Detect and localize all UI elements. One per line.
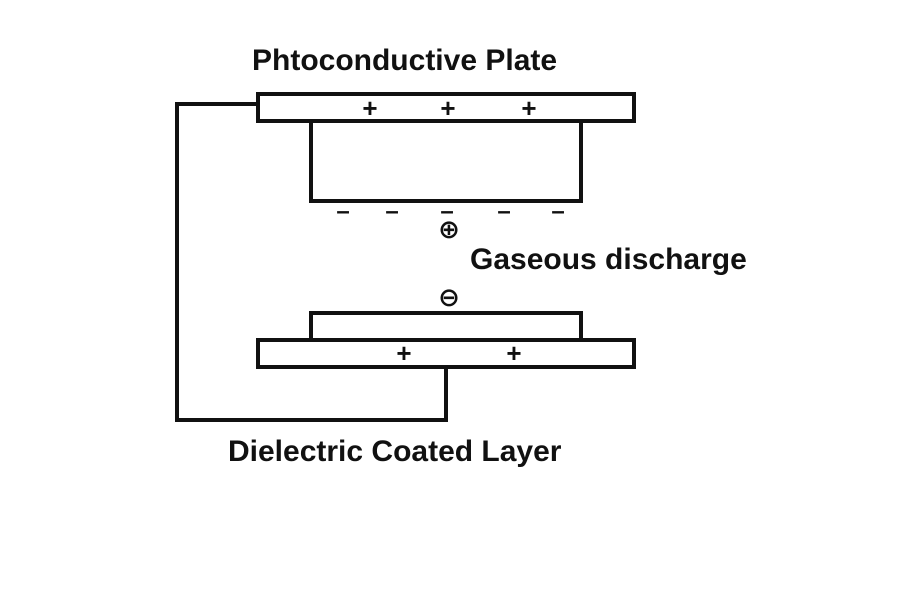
positive-ion: ⊕ <box>438 214 460 244</box>
top-plate-charge: + <box>440 93 455 123</box>
gap-charge: – <box>551 198 564 225</box>
top-plate-label: Phtoconductive Plate <box>252 44 557 77</box>
discharge-label: Gaseous discharge <box>470 243 747 276</box>
gap-charge: – <box>385 198 398 225</box>
bottom-plate <box>256 338 636 369</box>
top-plate-charge: + <box>521 93 536 123</box>
negative-ion: ⊖ <box>438 282 460 312</box>
gap-charge: – <box>336 198 349 225</box>
lower-block <box>309 311 583 342</box>
connecting-wire <box>175 102 448 422</box>
top-plate <box>256 92 636 123</box>
gap-charge: – <box>440 198 453 225</box>
top-plate-charge: + <box>362 93 377 123</box>
bottom-layer-label: Dielectric Coated Layer <box>228 435 562 468</box>
gap-charge: – <box>497 198 510 225</box>
bottom-plate-charge: + <box>506 338 521 368</box>
upper-block <box>309 121 583 203</box>
bottom-plate-charge: + <box>396 338 411 368</box>
